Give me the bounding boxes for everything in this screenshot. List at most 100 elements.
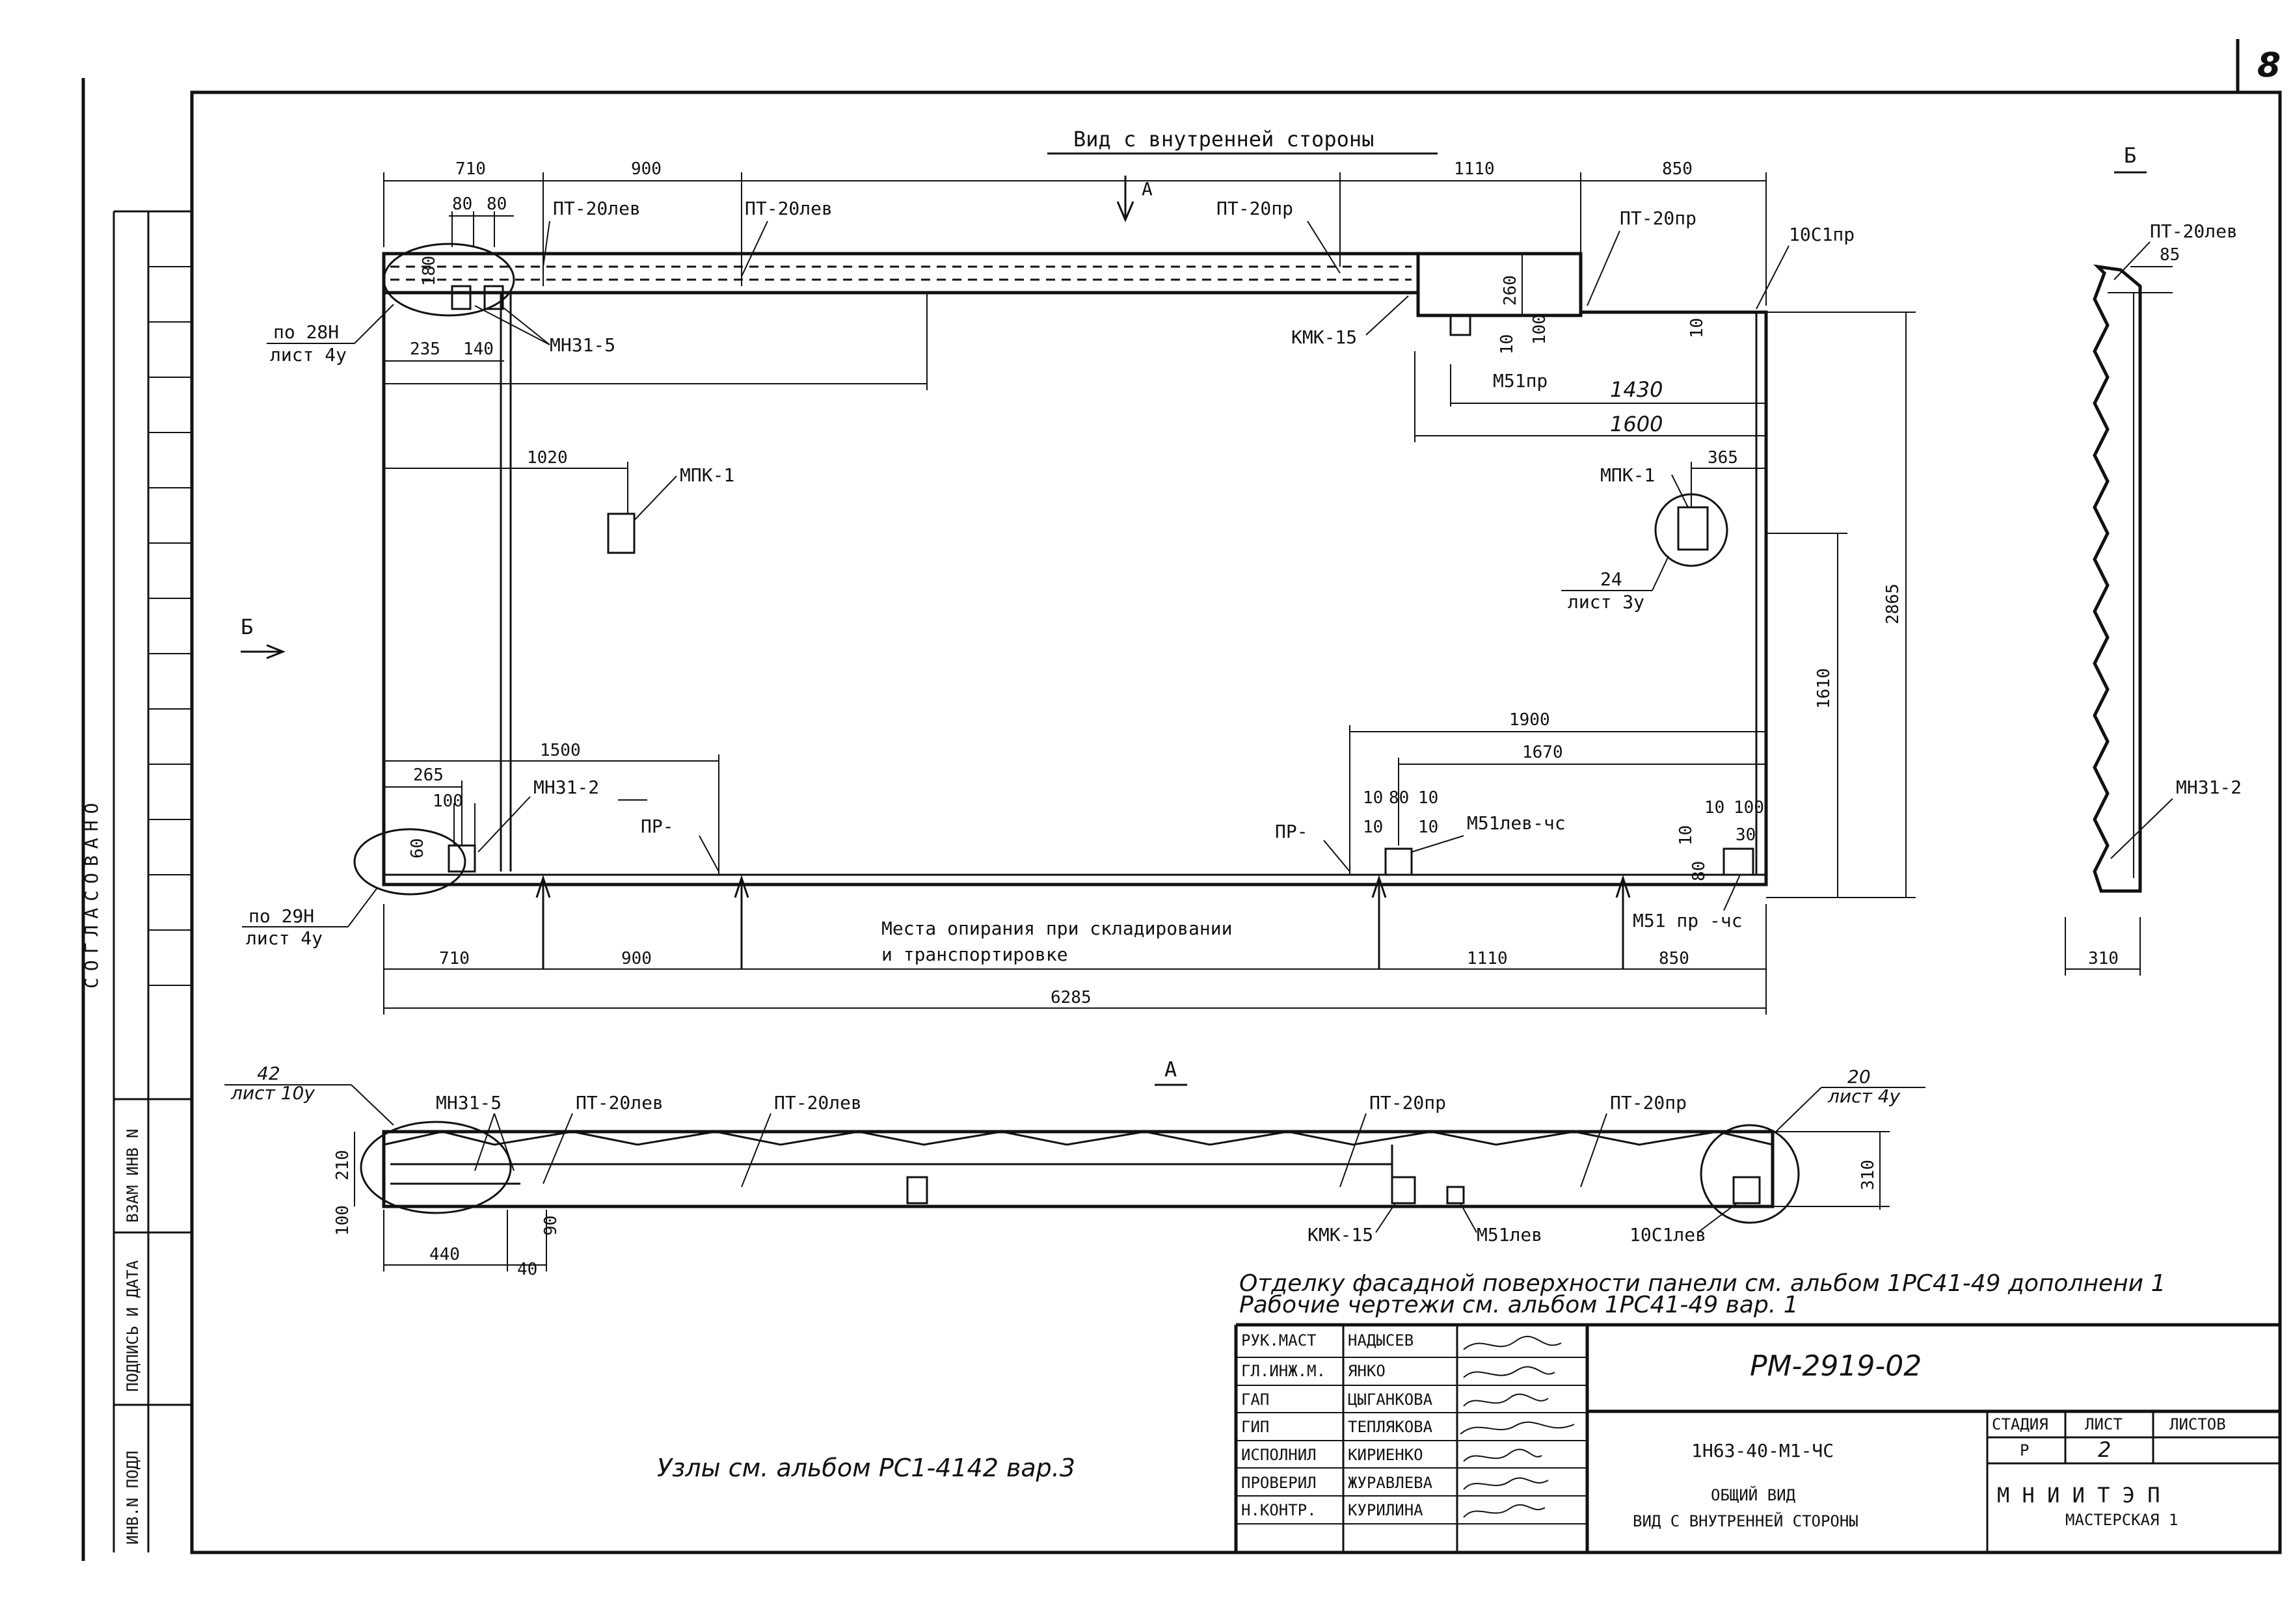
svg-text:10: 10	[1676, 825, 1696, 845]
svg-text:10: 10	[1363, 788, 1383, 808]
desc-line2: ВИД С ВНУТРЕННЕЙ СТОРОНЫ	[1633, 1511, 1858, 1530]
svg-text:440: 440	[429, 1245, 460, 1264]
agreed-label: СОГЛАСОВАНО	[81, 797, 102, 989]
plan-view: А 42 лист 10у МН31-5 ПТ-20лев ПТ-20лев П…	[224, 1057, 1925, 1279]
label-24: 24	[1600, 568, 1622, 590]
role-3: ГИП	[1241, 1418, 1269, 1436]
label-list4u-a: лист 4у	[270, 344, 347, 366]
stage-label: СТАДИЯ	[1992, 1415, 2048, 1433]
svg-text:80: 80	[1389, 788, 1409, 808]
embed-m51pr	[1449, 314, 1471, 336]
role-4: ИСПОЛНИЛ	[1241, 1446, 1317, 1464]
plan-label-list10u: лист 10у	[230, 1082, 315, 1104]
dim-1430: 1430	[1610, 377, 1663, 402]
svg-text:85: 85	[2160, 245, 2180, 265]
plan-embed-m51lev	[1446, 1186, 1465, 1205]
plan-label-mn31-5: МН31-5	[436, 1092, 502, 1113]
svg-text:140: 140	[463, 339, 494, 359]
plan-embed-mid	[906, 1176, 928, 1205]
bottom-dim-1110: 1110	[1467, 949, 1508, 968]
signature-6	[1463, 1504, 1546, 1518]
role-6: Н.КОНТР.	[1241, 1501, 1317, 1519]
name-5: ЖУРАВЛЕВА	[1348, 1474, 1433, 1492]
top-dim-850: 850	[1662, 159, 1693, 179]
plan-callout-42	[360, 1121, 512, 1214]
svg-text:100: 100	[1734, 798, 1764, 818]
svg-text:90: 90	[541, 1216, 561, 1236]
label-pt20lev-2: ПТ-20лев	[745, 198, 833, 219]
label-pr-a: ПР-	[641, 816, 674, 837]
svg-text:210: 210	[333, 1150, 353, 1180]
svg-text:1020: 1020	[527, 448, 568, 468]
svg-text:265: 265	[413, 765, 444, 785]
svg-text:30: 30	[1736, 825, 1756, 845]
sheet-value: 2	[2098, 1437, 2111, 1462]
label-pt20lev-1: ПТ-20лев	[553, 198, 641, 219]
label-mn31-2: МН31-2	[533, 777, 599, 798]
label-m51lev-chs: М51лев-чс	[1467, 812, 1566, 834]
embed-mn31-5-b	[483, 285, 504, 310]
plan-label-42: 42	[257, 1063, 280, 1084]
top-dim-710: 710	[455, 159, 486, 179]
svg-text:1900: 1900	[1509, 710, 1550, 730]
bottom-dim-850: 850	[1659, 949, 1689, 968]
svg-text:100: 100	[1530, 314, 1549, 345]
signature-4	[1463, 1448, 1542, 1462]
svg-text:40: 40	[517, 1260, 537, 1279]
sheet-number: 8	[2257, 46, 2281, 85]
embed-m51lev-chs	[1384, 847, 1413, 876]
svg-text:10: 10	[1418, 818, 1438, 837]
svg-text:10: 10	[1363, 818, 1383, 837]
svg-text:180: 180	[420, 256, 439, 286]
plan-view-title: А	[1164, 1057, 1177, 1082]
role-1: ГЛ.ИНЖ.М.	[1241, 1362, 1326, 1380]
embed-m51pr-chs	[1723, 847, 1754, 876]
svg-text:100: 100	[433, 792, 463, 811]
note-finishing: Отделку фасадной поверхности панели см. …	[1239, 1270, 2166, 1297]
label-pr-b: ПР-	[1275, 821, 1308, 842]
name-2: ЦЫГАНКОВА	[1348, 1391, 1433, 1409]
workshop-name: МАСТЕРСКАЯ 1	[2065, 1511, 2178, 1529]
svg-text:10: 10	[1418, 788, 1438, 808]
plan-label-20: 20	[1847, 1066, 1871, 1087]
label-pt20pr-2: ПТ-20пр	[1620, 207, 1696, 229]
embed-mpk1-b	[1677, 506, 1709, 551]
svg-text:80: 80	[1689, 861, 1709, 881]
signature-5	[1463, 1477, 1549, 1490]
label-list3u: лист 3у	[1568, 591, 1644, 613]
top-dim-1110: 1110	[1454, 159, 1495, 179]
signature-3	[1460, 1421, 1575, 1435]
main-view-title: Вид с внутренней стороны	[1073, 127, 1374, 152]
signature-2	[1463, 1393, 1549, 1407]
svg-text:80: 80	[452, 194, 472, 214]
plan-label-kmk15: КМК-15	[1307, 1224, 1373, 1245]
note-nodes: Узлы см. альбом РС1-4142 вар.3	[657, 1454, 1075, 1482]
title-block: РУК.МАСТ НАДЫСЕВ ГЛ.ИНЖ.М. ЯНКО ГАП ЦЫГА…	[1234, 1323, 2280, 1552]
label-mpk1-a: МПК-1	[680, 464, 734, 486]
svg-text:260: 260	[1501, 275, 1520, 306]
sheet-label: ЛИСТ	[2085, 1415, 2123, 1433]
callout-28n	[382, 243, 515, 317]
label-pt20pr-1: ПТ-20пр	[1216, 198, 1293, 219]
name-6: КУРИЛИНА	[1348, 1501, 1423, 1519]
stage-value: Р	[2020, 1441, 2029, 1459]
desc-line1: ОБЩИЙ ВИД	[1711, 1485, 1796, 1504]
name-3: ТЕПЛЯКОВА	[1348, 1418, 1433, 1436]
support-note-line2: и транспортировке	[881, 944, 1068, 965]
svg-text:1500: 1500	[540, 741, 581, 760]
svg-text:1670: 1670	[1522, 743, 1563, 762]
svg-text:100: 100	[333, 1205, 353, 1236]
vzam-label: ВЗАМ ИНВ N	[124, 1129, 142, 1223]
svg-text:10: 10	[1687, 318, 1707, 338]
name-1: ЯНКО	[1348, 1362, 1386, 1380]
label-m51pr-chs: М51 пр -чс	[1633, 910, 1743, 931]
plan-label-list4u: лист 4у	[1827, 1085, 1901, 1107]
side-view-profile	[2093, 264, 2142, 893]
callout-29n	[353, 828, 466, 896]
svg-text:80: 80	[487, 194, 507, 214]
label-mpk1-b: МПК-1	[1600, 464, 1655, 486]
plan-embed-10c1lev	[1732, 1176, 1761, 1205]
svg-text:10: 10	[1704, 798, 1724, 818]
top-dim-900: 900	[631, 159, 662, 179]
svg-text:310: 310	[1858, 1160, 1878, 1190]
